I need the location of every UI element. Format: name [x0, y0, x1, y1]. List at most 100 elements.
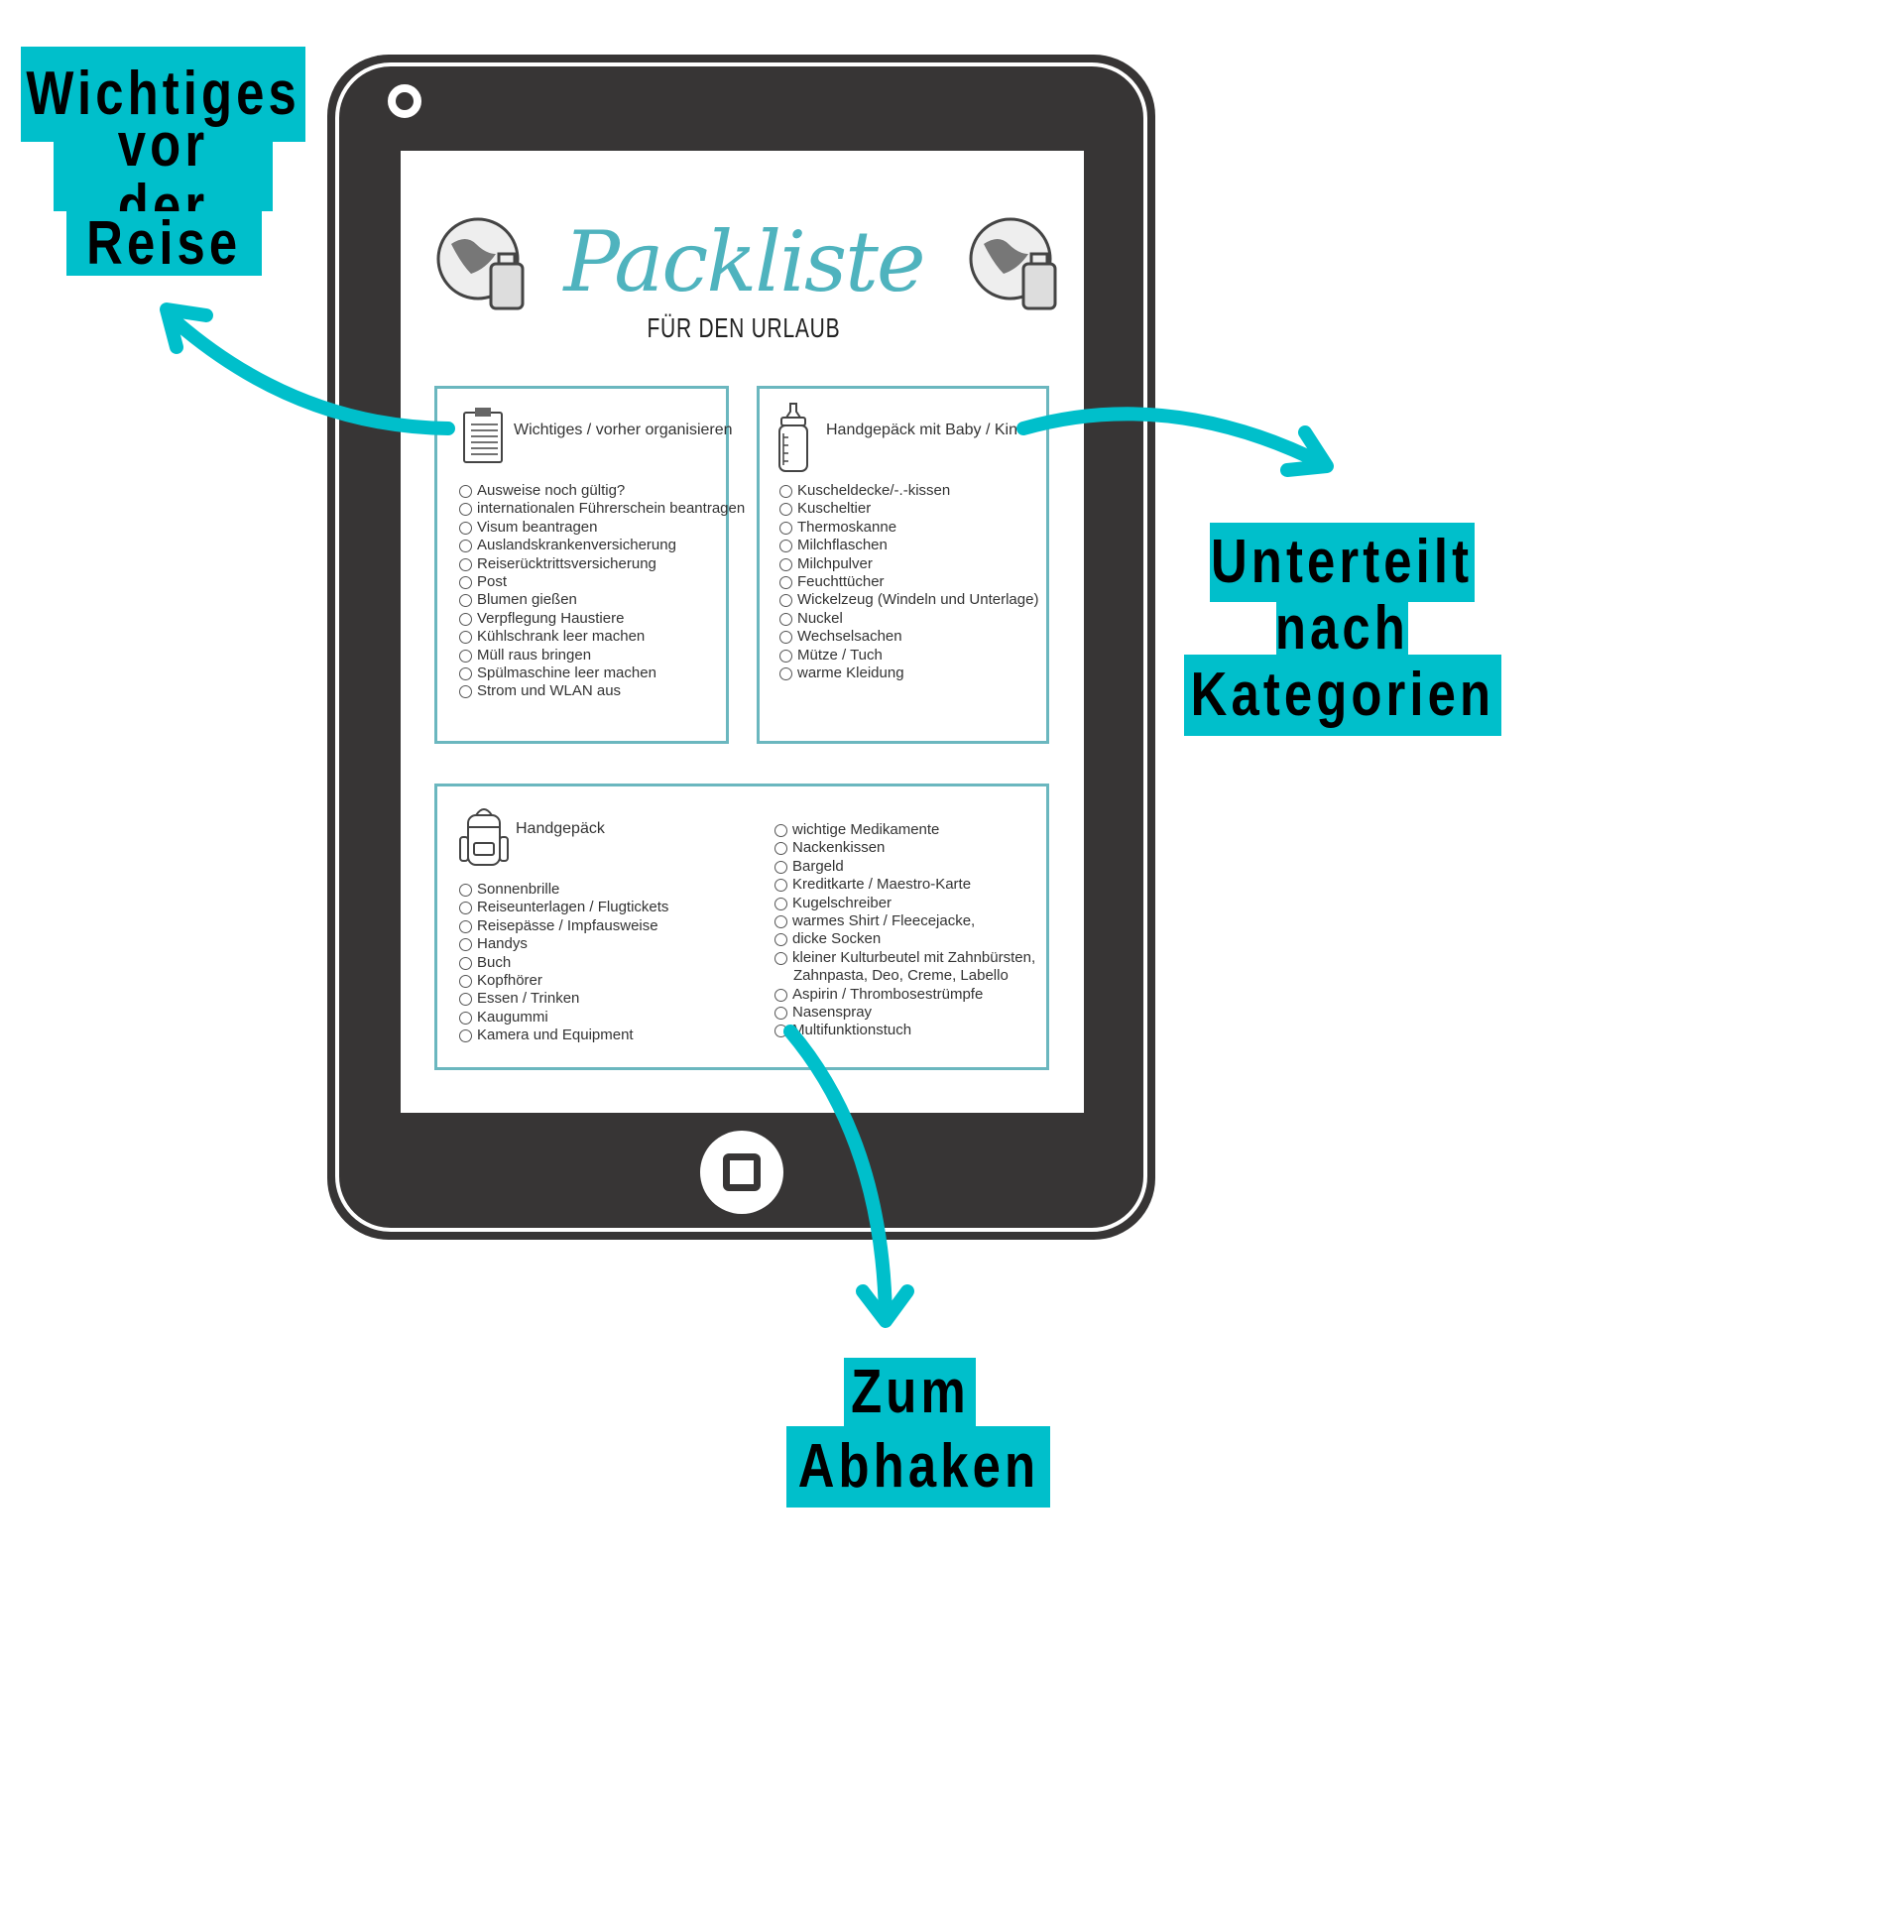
- checklist-item[interactable]: Buch: [459, 954, 668, 972]
- checkbox-circle-icon[interactable]: [779, 667, 792, 681]
- checklist-item[interactable]: Milchpulver: [779, 555, 1038, 573]
- checklist-item[interactable]: Wechselsachen: [779, 628, 1038, 646]
- checklist-item-label: Kreditkarte / Maestro-Karte: [792, 876, 972, 894]
- checkbox-circle-icon[interactable]: [459, 685, 472, 699]
- checklist-item[interactable]: Nasenspray: [774, 1004, 1035, 1022]
- checklist-item[interactable]: Wickelzeug (Windeln und Unterlage): [779, 591, 1038, 609]
- checklist-item[interactable]: Aspirin / Thrombosestrümpfe: [774, 986, 1035, 1004]
- checkbox-circle-icon[interactable]: [774, 860, 787, 874]
- checklist-item[interactable]: Handys: [459, 935, 668, 953]
- checklist-item[interactable]: Milchflaschen: [779, 537, 1038, 554]
- checklist-item[interactable]: Thermoskanne: [779, 519, 1038, 537]
- checklist-item[interactable]: Nackenkissen: [774, 839, 1035, 857]
- checklist-item[interactable]: Visum beantragen: [459, 519, 745, 537]
- checklist-item[interactable]: Kamera und Equipment: [459, 1026, 668, 1044]
- checklist-item[interactable]: Müll raus bringen: [459, 647, 745, 664]
- checklist-item[interactable]: Auslandskrankenversicherung: [459, 537, 745, 554]
- checklist-item[interactable]: Kopfhörer: [459, 972, 668, 990]
- checkbox-circle-icon[interactable]: [774, 842, 787, 856]
- checkbox-circle-icon[interactable]: [774, 933, 787, 947]
- checklist-item[interactable]: Multifunktionstuch: [774, 1022, 1035, 1039]
- checkbox-circle-icon[interactable]: [459, 975, 472, 989]
- checkbox-circle-icon[interactable]: [774, 1007, 787, 1021]
- checklist-item-label: Wickelzeug (Windeln und Unterlage): [797, 591, 1039, 609]
- checkbox-circle-icon[interactable]: [779, 485, 792, 498]
- checkbox-circle-icon[interactable]: [779, 649, 792, 663]
- checkbox-circle-icon[interactable]: [779, 612, 792, 626]
- checklist-item[interactable]: Kaugummi: [459, 1009, 668, 1026]
- globe-suitcase-icon: [436, 217, 525, 310]
- checklist-item[interactable]: Kugelschreiber: [774, 895, 1035, 912]
- checklist-item[interactable]: Mütze / Tuch: [779, 647, 1038, 664]
- checklist-item[interactable]: kleiner Kulturbeutel mit Zahnbürsten,: [774, 949, 1035, 967]
- checkbox-circle-icon[interactable]: [459, 938, 472, 952]
- checklist-item[interactable]: Strom und WLAN aus: [459, 682, 745, 700]
- checklist-item[interactable]: Reiseunterlagen / Flugtickets: [459, 899, 668, 916]
- checklist-item-label: Buch: [477, 953, 512, 971]
- checklist-item[interactable]: Blumen gießen: [459, 591, 745, 609]
- checklist-item[interactable]: Bargeld: [774, 858, 1035, 876]
- checkbox-circle-icon[interactable]: [779, 576, 792, 590]
- checkbox-circle-icon[interactable]: [459, 612, 472, 626]
- checkbox-circle-icon[interactable]: [459, 576, 472, 590]
- tablet-screen: [401, 151, 1084, 1113]
- callout-text: Reise: [86, 208, 242, 278]
- checkbox-circle-icon[interactable]: [774, 897, 787, 910]
- checklist-item[interactable]: Nuckel: [779, 610, 1038, 628]
- checklist-item-label: Kaugummi: [477, 1008, 548, 1026]
- checklist-item[interactable]: warmes Shirt / Fleecejacke,: [774, 912, 1035, 930]
- checklist-item[interactable]: Verpflegung Haustiere: [459, 610, 745, 628]
- checklist-item[interactable]: Kühlschrank leer machen: [459, 628, 745, 646]
- checkbox-circle-icon[interactable]: [459, 557, 472, 571]
- checkbox-circle-icon[interactable]: [779, 594, 792, 608]
- arrow-bottom-head: [856, 1284, 914, 1328]
- checklist-item[interactable]: Reiserücktrittsversicherung: [459, 555, 745, 573]
- checklist-item[interactable]: Kuscheltier: [779, 500, 1038, 518]
- checklist-item[interactable]: warme Kleidung: [779, 664, 1038, 682]
- checkbox-circle-icon[interactable]: [459, 631, 472, 645]
- checkbox-circle-icon[interactable]: [774, 915, 787, 929]
- checkbox-circle-icon[interactable]: [459, 919, 472, 933]
- checkbox-circle-icon[interactable]: [459, 503, 472, 517]
- checklist-item[interactable]: Spülmaschine leer machen: [459, 664, 745, 682]
- checkbox-circle-icon[interactable]: [459, 667, 472, 681]
- checklist-item-label: Multifunktionstuch: [792, 1022, 912, 1039]
- checklist-item[interactable]: wichtige Medikamente: [774, 821, 1035, 839]
- checklist-item[interactable]: Reisepässe / Impfausweise: [459, 917, 668, 935]
- checkbox-circle-icon[interactable]: [459, 521, 472, 535]
- checkbox-circle-icon[interactable]: [459, 1011, 472, 1025]
- checkbox-circle-icon[interactable]: [459, 902, 472, 915]
- home-button[interactable]: [700, 1131, 783, 1214]
- checkbox-circle-icon[interactable]: [779, 521, 792, 535]
- checkbox-circle-icon[interactable]: [774, 988, 787, 1002]
- checklist-item[interactable]: internationalen Führerschein beantragen: [459, 500, 745, 518]
- checkbox-circle-icon[interactable]: [459, 993, 472, 1007]
- clipboard-icon: [463, 408, 503, 463]
- checklist-item-label: Kuscheldecke/-.-kissen: [797, 482, 951, 499]
- checklist-item[interactable]: Sonnenbrille: [459, 881, 668, 899]
- checklist-item[interactable]: Ausweise noch gültig?: [459, 482, 745, 500]
- checklist-item[interactable]: Kuscheldecke/-.-kissen: [779, 482, 1038, 500]
- checkbox-circle-icon[interactable]: [459, 1029, 472, 1043]
- checkbox-circle-icon[interactable]: [779, 540, 792, 553]
- checklist-item[interactable]: dicke Socken: [774, 930, 1035, 948]
- checklist-item-label: Milchflaschen: [797, 537, 888, 554]
- checkbox-circle-icon[interactable]: [779, 503, 792, 517]
- checkbox-circle-icon[interactable]: [459, 956, 472, 970]
- checkbox-circle-icon[interactable]: [459, 485, 472, 498]
- checkbox-circle-icon[interactable]: [779, 631, 792, 645]
- checklist-item[interactable]: Feuchttücher: [779, 573, 1038, 591]
- checkbox-circle-icon[interactable]: [459, 594, 472, 608]
- checkbox-circle-icon[interactable]: [779, 557, 792, 571]
- checkbox-circle-icon[interactable]: [774, 1025, 787, 1038]
- checkbox-circle-icon[interactable]: [774, 824, 787, 837]
- checkbox-circle-icon[interactable]: [459, 649, 472, 663]
- checkbox-circle-icon[interactable]: [459, 540, 472, 553]
- checklist-item[interactable]: Essen / Trinken: [459, 990, 668, 1008]
- checklist-item[interactable]: Post: [459, 573, 745, 591]
- section-baby: [757, 386, 1049, 744]
- checkbox-circle-icon[interactable]: [774, 879, 787, 893]
- checkbox-circle-icon[interactable]: [459, 884, 472, 897]
- checklist-item[interactable]: Kreditkarte / Maestro-Karte: [774, 876, 1035, 894]
- checkbox-circle-icon[interactable]: [774, 951, 787, 965]
